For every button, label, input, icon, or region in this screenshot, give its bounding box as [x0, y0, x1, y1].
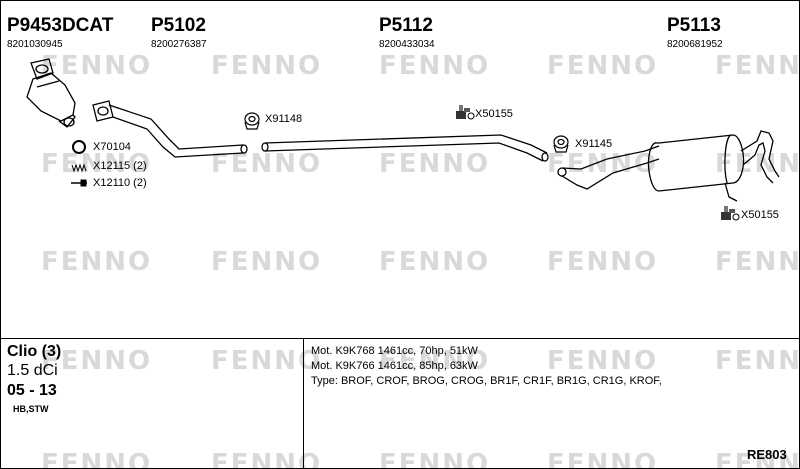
part-number: 8200681952: [667, 39, 723, 50]
watermark-text: FENNO: [547, 449, 659, 469]
watermark-text: FENNO: [715, 51, 800, 81]
watermark-text: FENNO: [547, 247, 659, 277]
spring-label: X12115 (2): [93, 160, 147, 172]
vehicle-years: 05 - 13: [7, 382, 57, 399]
watermark-text: FENNO: [547, 346, 659, 376]
bolt-label: X12110 (2): [93, 177, 147, 189]
spec-line: Mot. K9K766 1461cc, 85hp, 63kW: [311, 360, 478, 372]
watermark-text: FENNO: [379, 51, 491, 81]
part-number: 8200433034: [379, 39, 435, 50]
vehicle-model: Clio (3): [7, 343, 62, 360]
clamp-right-label: X91145: [575, 138, 613, 150]
watermark-text: FENNO: [715, 449, 800, 469]
watermark-text: FENNO: [715, 346, 800, 376]
watermark-text: FENNO: [379, 449, 491, 469]
reference-code: RE803: [747, 447, 787, 462]
hanger-top-label: X50155: [475, 108, 513, 120]
watermark-text: FENNO: [41, 346, 153, 376]
watermark-text: FENNO: [379, 149, 491, 179]
part-code: P5113: [667, 15, 721, 36]
clamp-left-label: X91148: [265, 113, 303, 125]
hanger-bottom-label: X50155: [741, 209, 779, 221]
clamp-right-icon[interactable]: [553, 135, 569, 153]
spec-line: Type: BROF, CROF, BROG, CROG, BR1F, CR1F…: [311, 375, 662, 387]
part-number: 8200276387: [151, 39, 207, 50]
section-divider: [1, 338, 799, 339]
watermark-text: FENNO: [211, 51, 323, 81]
watermark-text: FENNO: [211, 346, 323, 376]
exhaust-system-drawing: [26, 58, 780, 221]
clamp-left-icon[interactable]: [244, 112, 260, 130]
watermark-text: FENNO: [41, 51, 153, 81]
intermediate-pipe[interactable]: [261, 134, 549, 162]
part-code: P5112: [379, 15, 433, 36]
watermark-text: FENNO: [715, 247, 800, 277]
rear-silencer[interactable]: [557, 130, 780, 202]
front-pipe[interactable]: [92, 100, 248, 158]
part-number: 8201030945: [7, 39, 63, 50]
watermark-text: FENNO: [379, 346, 491, 376]
gasket-icon[interactable]: [72, 140, 86, 154]
part-code: P9453DCAT: [7, 15, 114, 36]
gasket-label: X70104: [93, 141, 131, 153]
vehicle-body: HB,STW: [13, 404, 49, 414]
watermark-text: FENNO: [211, 247, 323, 277]
bolt-icon[interactable]: [71, 179, 87, 187]
hanger-top-icon[interactable]: [456, 105, 475, 120]
watermark-text: FENNO: [41, 247, 153, 277]
watermark-text: FENNO: [379, 247, 491, 277]
spec-line: Mot. K9K768 1461cc, 70hp, 51kW: [311, 345, 478, 357]
watermark-text: FENNO: [41, 149, 153, 179]
part-code: P5102: [151, 15, 206, 36]
vehicle-engine: 1.5 dCi: [7, 362, 58, 379]
watermark-text: FENNO: [41, 449, 153, 469]
column-divider: [303, 338, 304, 468]
catalytic-converter[interactable]: [26, 58, 76, 128]
spring-icon[interactable]: [71, 163, 87, 173]
watermark-text: FENNO: [211, 449, 323, 469]
watermark-text: FENNO: [547, 51, 659, 81]
hanger-bottom-icon[interactable]: [721, 206, 740, 221]
watermark-text: FENNO: [715, 149, 800, 179]
